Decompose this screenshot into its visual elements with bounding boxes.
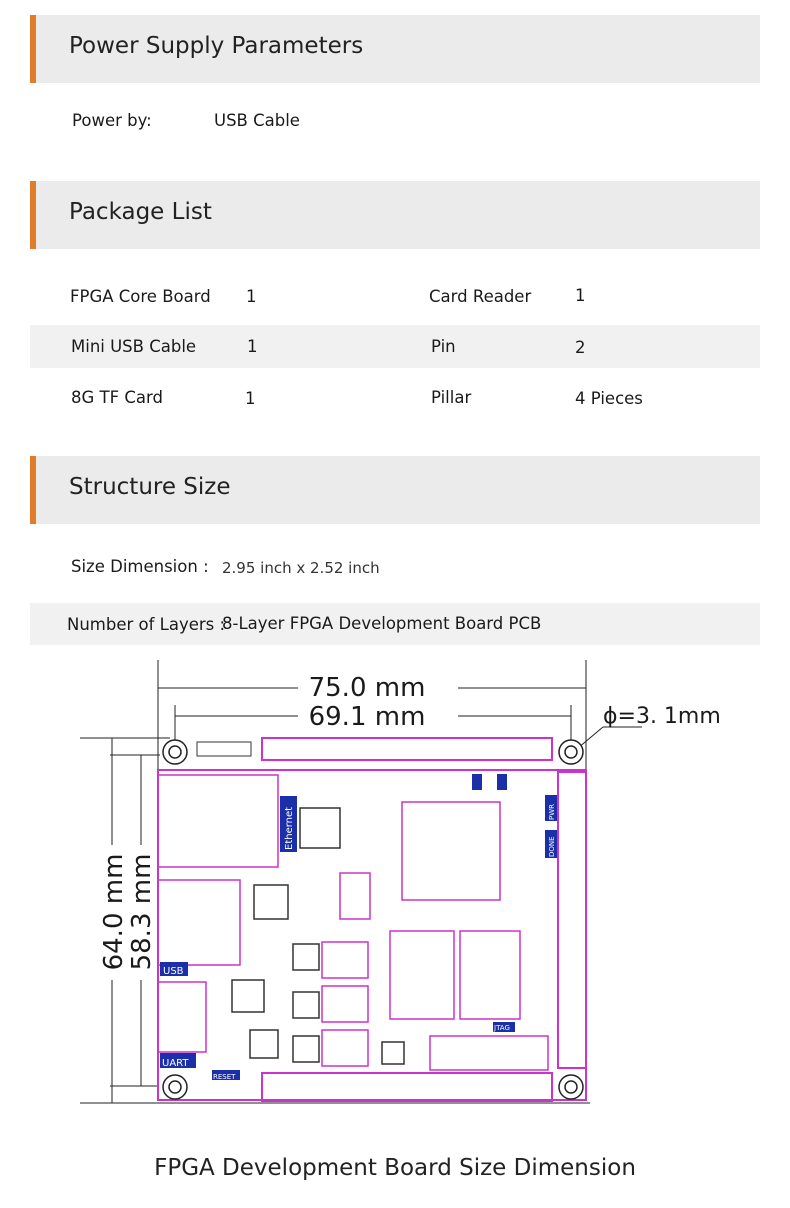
section-header-package: Package List — [30, 181, 760, 249]
package-item-name: Pin — [431, 337, 456, 356]
package-item-name: 8G TF Card — [71, 388, 163, 407]
dimension-text: 75.0 mm 69.1 mm 64.0 mm 58.3 mm ϕ=3. 1mm — [99, 673, 721, 970]
package-item-name: FPGA Core Board — [70, 287, 211, 306]
board-dimension-drawing: Ethernet USB UART RESET JTAG PWR DONE 75… — [80, 660, 721, 1104]
jtag-label: JTAG — [493, 1024, 510, 1032]
bottom-header — [261, 1072, 553, 1102]
board-outline — [157, 769, 587, 1101]
done-label: DONE — [548, 836, 556, 857]
package-item-name: Pillar — [431, 388, 472, 407]
ethernet-label: Ethernet — [284, 807, 295, 850]
board-label-text: Ethernet USB UART RESET JTAG PWR DONE — [162, 804, 556, 1081]
right-header — [557, 771, 587, 1069]
package-item-qty: 1 — [575, 286, 586, 305]
section-title-package: Package List — [69, 199, 212, 225]
package-item-qty: 1 — [245, 389, 256, 408]
layers-row-stripe — [30, 603, 760, 645]
labels-blue — [160, 774, 557, 1080]
package-item-name: Card Reader — [429, 287, 532, 306]
power-label: Power by: — [72, 111, 152, 130]
size-dimension-value: 2.95 inch x 2.52 inch — [222, 559, 380, 577]
size-dimension-label: Size Dimension : — [71, 557, 209, 576]
pwr-label: PWR — [548, 804, 556, 820]
mounting-holes — [162, 739, 584, 1100]
width-outer-label: 75.0 mm — [309, 673, 426, 703]
section-header-power: Power Supply Parameters — [30, 15, 760, 83]
usb-label: USB — [163, 966, 184, 977]
power-value: USB Cable — [214, 111, 300, 130]
reset-label: RESET — [213, 1073, 236, 1081]
section-header-structure: Structure Size — [30, 456, 760, 524]
section-title-power: Power Supply Parameters — [69, 33, 364, 59]
hole-diameter-label: ϕ=3. 1mm — [603, 704, 721, 729]
package-item-qty: 1 — [247, 337, 258, 356]
uart-label: UART — [162, 1058, 189, 1069]
layers-value: 8-Layer FPGA Development Board PCB — [222, 614, 542, 633]
layers-label: Number of Layers : — [67, 615, 226, 634]
package-item-qty: 1 — [246, 287, 257, 306]
package-item-qty: 4 Pieces — [575, 389, 643, 408]
diagram-caption: FPGA Development Board Size Dimension — [154, 1155, 636, 1181]
table-row-stripe — [30, 325, 760, 368]
top-header — [196, 737, 553, 761]
height-inner-label: 58.3 mm — [127, 854, 157, 971]
package-item-qty: 2 — [575, 338, 586, 357]
height-outer-label: 64.0 mm — [99, 854, 129, 971]
width-inner-label: 69.1 mm — [309, 702, 426, 732]
section-title-structure: Structure Size — [69, 474, 231, 500]
ics — [231, 807, 405, 1065]
package-item-name: Mini USB Cable — [71, 337, 197, 356]
dimension-lines — [80, 660, 642, 1104]
connectors — [157, 774, 549, 1071]
